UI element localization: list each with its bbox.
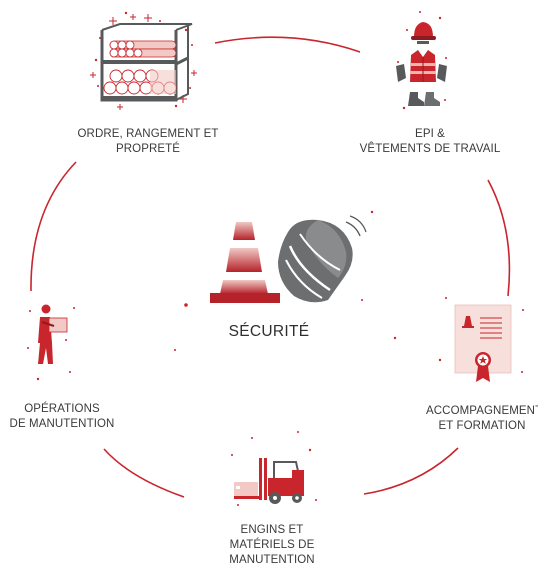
arc-engins-operations — [103, 448, 185, 498]
helmet-shape — [278, 215, 367, 303]
center-label: SÉCURITÉ — [228, 323, 310, 340]
label-operations: OPÉRATIONS DE MANUTENTION — [0, 402, 124, 432]
ppe-equipment-icon — [396, 11, 447, 110]
label-operations-line-1: OPÉRATIONS — [24, 403, 100, 415]
label-engins: ENGINS ET MATÉRIELS DE MANUTENTION — [212, 523, 332, 568]
worker-carrying-box-icon — [27, 304, 75, 381]
label-engins-line-3: MANUTENTION — [229, 554, 315, 566]
label-ordre: ORDRE, RANGEMENT ET PROPRETÉ — [68, 127, 228, 157]
forklift-icon — [231, 431, 317, 506]
arc-epi-accompagnement — [487, 179, 511, 297]
storage-rack-icon — [90, 11, 197, 110]
certificate-icon — [438, 297, 524, 382]
label-engins-line-1: ENGINS ET — [240, 524, 304, 536]
label-epi-line-2: VÊTEMENTS DE TRAVAIL — [359, 143, 501, 155]
connector-arcs — [30, 36, 511, 498]
label-epi: EPI & VÊTEMENTS DE TRAVAIL — [350, 127, 510, 157]
label-ordre-line-1: ORDRE, RANGEMENT ET — [77, 128, 219, 140]
cone-and-helmet-icon — [210, 215, 367, 303]
label-accompagnement: ACCOMPAGNEMENT ET FORMATION — [426, 404, 538, 434]
arc-accompagnement-engins — [363, 447, 459, 495]
label-accompagnement-line-2: ET FORMATION — [438, 420, 526, 432]
label-ordre-line-2: PROPRETÉ — [115, 143, 181, 155]
label-accompagnement-line-1: ACCOMPAGNEMENT — [426, 405, 538, 417]
label-operations-line-2: DE MANUTENTION — [9, 418, 115, 430]
label-epi-line-1: EPI & — [415, 128, 445, 140]
label-engins-line-2: MATÉRIELS DE — [229, 539, 315, 551]
arc-operations-ordre — [30, 161, 77, 292]
arc-ordre-epi — [214, 36, 361, 53]
